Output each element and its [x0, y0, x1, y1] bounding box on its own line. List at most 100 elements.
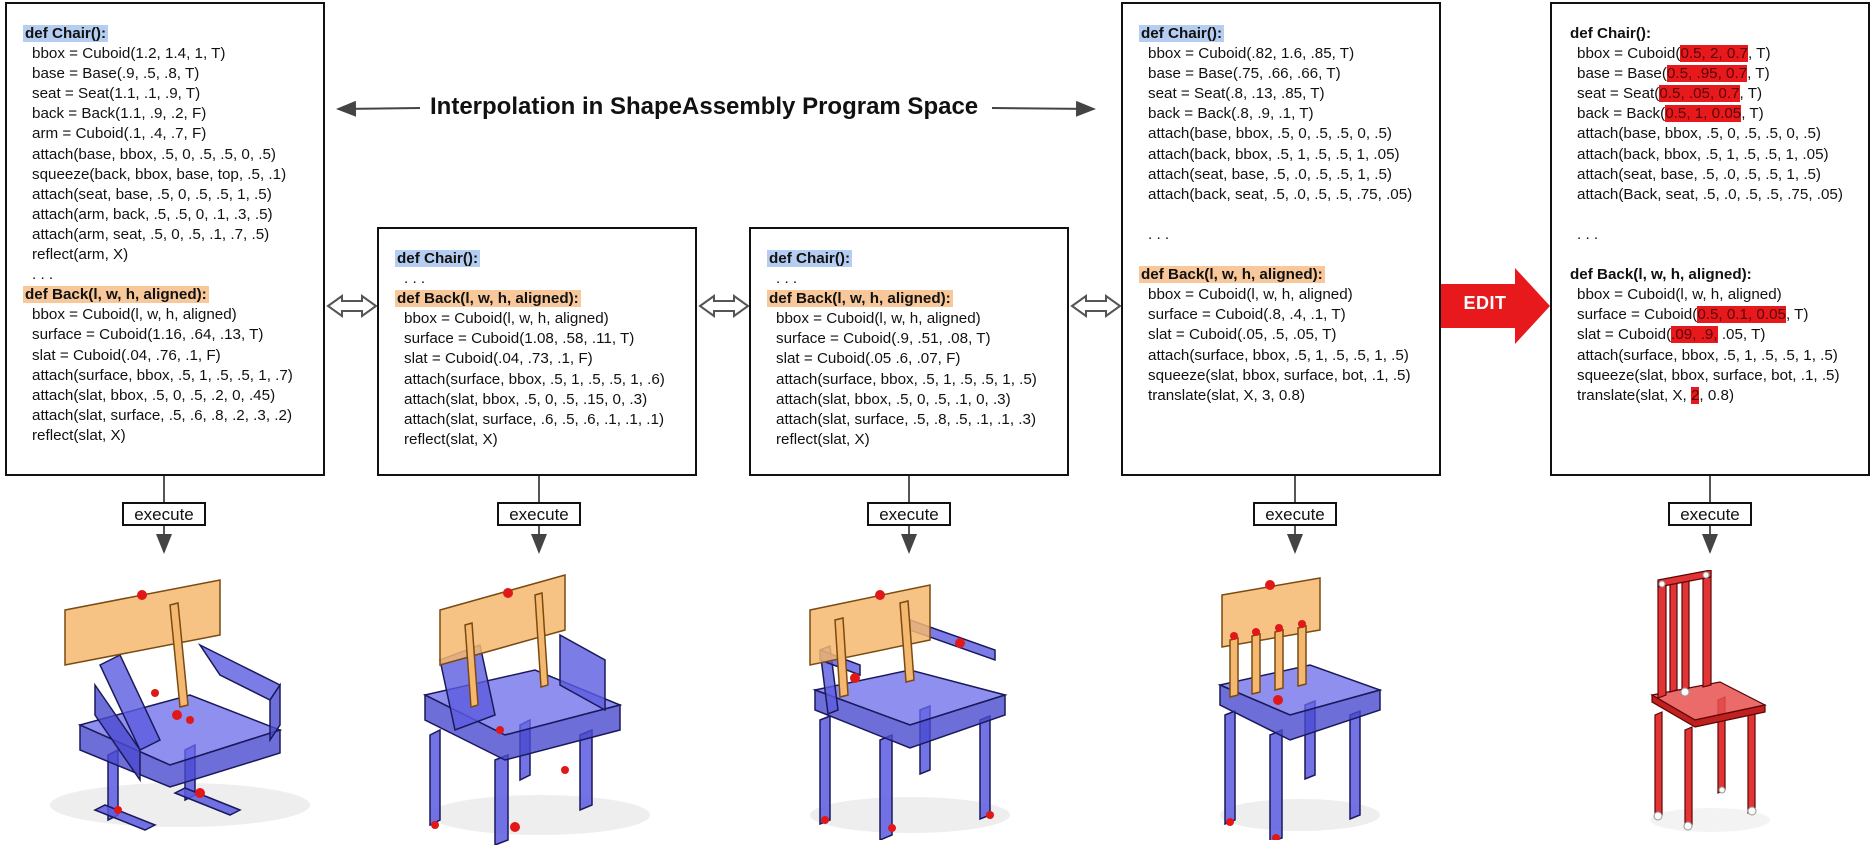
code-text: bbox = Cuboid(l, w, h, aligned): [404, 310, 609, 328]
code-line: squeeze(slat, bbox, surface, bot, .1, .5…: [1139, 366, 1439, 386]
code-ellipsis: . . .: [1568, 225, 1868, 245]
code-text: attach(slat, bbox, .5, 0, .5, .1, 0, .3): [776, 390, 1011, 408]
code-text: bbox = Cuboid(l, w, h, aligned): [32, 306, 237, 324]
function-header: def Back(l, w, h, aligned):: [23, 286, 209, 304]
code-line: surface = Cuboid(.9, .51, .08, T): [767, 329, 1067, 349]
code-text: attach(slat, surface, .5, .6, .8, .2, .3…: [32, 406, 292, 424]
code-text: translate(slat, X,: [1577, 386, 1691, 404]
function-header: def Chair():: [395, 250, 480, 267]
code-text: attach(arm, seat, .5, 0, .5, .1, .7, .5): [32, 225, 270, 243]
code-line: bbox = Cuboid(.82, 1.6, .85, T): [1139, 44, 1439, 64]
code-line: [1139, 205, 1439, 225]
code-line: bbox = Cuboid(l, w, h, aligned): [767, 309, 1067, 329]
function-header: def Chair():: [1139, 25, 1224, 42]
edited-value-highlight: 0.5, 0.1, 0.05: [1697, 306, 1786, 324]
code-line: base = Base(.75, .66, .66, T): [1139, 64, 1439, 84]
code-line: attach(slat, bbox, .5, 0, .5, .15, 0, .3…: [395, 390, 695, 410]
title-arrow-right: [991, 100, 1096, 117]
program-panel-edited: def Chair():bbox = Cuboid(0.5, 2, 0.7, T…: [1550, 2, 1870, 476]
code-text: bbox = Cuboid(l, w, h, aligned): [776, 310, 981, 328]
code-text: attach(base, bbox, .5, 0, .5, .5, 0, .5): [1577, 125, 1821, 143]
code-line: [1568, 245, 1868, 265]
chair-render-2: [422, 574, 650, 845]
code-line: surface = Cuboid(1.08, .58, .11, T): [395, 329, 695, 349]
interpolation-double-arrow-2: [698, 294, 750, 318]
code-line: attach(base, bbox, .5, 0, .5, .5, 0, .5): [1139, 124, 1439, 144]
edited-value-highlight: 2: [1690, 386, 1700, 404]
code-line: attach(surface, bbox, .5, 1, .5, .5, 1, …: [1568, 346, 1868, 366]
code-line: reflect(slat, X): [395, 430, 695, 450]
code-line: attach(arm, seat, .5, 0, .5, .1, .7, .5): [23, 225, 323, 245]
code-line: seat = Seat(0.5, .05, 0.7, T): [1568, 84, 1868, 104]
code-text-after: , 0.8): [1699, 386, 1735, 404]
code-line: surface = Cuboid(1.16, .64, .13, T): [23, 325, 323, 345]
code-text: slat = Cuboid(.05, .5, .05, T): [1148, 326, 1337, 344]
function-header: def Chair():: [23, 25, 108, 42]
code-text: attach(base, bbox, .5, 0, .5, .5, 0, .5): [32, 145, 276, 163]
code-line: seat = Seat(.8, .13, .85, T): [1139, 84, 1439, 104]
function-header: def Chair():: [1570, 25, 1651, 42]
code-line: attach(slat, bbox, .5, 0, .5, .1, 0, .3): [767, 390, 1067, 410]
code-text: bbox = Cuboid(: [1577, 45, 1681, 63]
code-text: attach(surface, bbox, .5, 1, .5, .5, 1, …: [1577, 346, 1838, 364]
program-panel-1: def Chair():bbox = Cuboid(1.2, 1.4, 1, T…: [5, 2, 325, 476]
edited-value-highlight: 0.5, 1, 0.05: [1665, 105, 1742, 123]
code-line: attach(surface, bbox, .5, 1, .5, .5, 1, …: [23, 366, 323, 386]
edited-value-highlight: 0.5, .95, 0.7: [1666, 65, 1748, 83]
chair-render-3: [809, 584, 1010, 840]
code-text: surface = Cuboid(.9, .51, .08, T): [776, 330, 991, 348]
code-line: translate(slat, X, 2, 0.8): [1568, 386, 1868, 406]
code-line: surface = Cuboid(0.5, 0.1, 0.05, T): [1568, 305, 1868, 325]
code-text: attach(Back, seat, .5, .0, .5, .5, .75, …: [1577, 185, 1843, 203]
code-line: slat = Cuboid(.05 .6, .07, F): [767, 349, 1067, 369]
code-line: reflect(slat, X): [767, 430, 1067, 450]
code-text: attach(seat, base, .5, 0, .5, .5, 1, .5): [32, 185, 272, 203]
function-header: def Chair():: [767, 250, 852, 267]
program-panel-2: def Chair():. . .def Back(l, w, h, align…: [377, 227, 697, 476]
code-line: back = Back(1.1, .9, .2, F): [23, 104, 323, 124]
code-line: squeeze(slat, bbox, surface, bot, .1, .5…: [1568, 366, 1868, 386]
code-text: attach(back, bbox, .5, 1, .5, .5, 1, .05…: [1577, 145, 1829, 163]
code-line: bbox = Cuboid(l, w, h, aligned): [1568, 285, 1868, 305]
code-text-after: , T): [1747, 65, 1770, 83]
code-header: def Back(l, w, h, aligned):: [1568, 265, 1868, 285]
code-text: attach(back, seat, .5, .0, .5, .5, .75, …: [1148, 185, 1413, 203]
code-line: slat = Cuboid(.04, .76, .1, F): [23, 346, 323, 366]
function-header: def Back(l, w, h, aligned):: [767, 290, 953, 308]
code-text: slat = Cuboid(: [1577, 326, 1672, 344]
code-text: arm = Cuboid(.1, .4, .7, F): [32, 125, 207, 143]
code-line: attach(back, bbox, .5, 1, .5, .5, 1, .05…: [1568, 145, 1868, 165]
code-text: squeeze(slat, bbox, surface, bot, .1, .5…: [1577, 366, 1840, 384]
code-line: surface = Cuboid(.8, .4, .1, T): [1139, 305, 1439, 325]
code-text-after: , T): [1739, 85, 1763, 103]
code-line: attach(seat, base, .5, .0, .5, .5, 1, .5…: [1139, 165, 1439, 185]
code-text: surface = Cuboid(1.16, .64, .13, T): [32, 326, 264, 344]
code-text: . . .: [32, 266, 54, 284]
edited-value-highlight: 0.5, .05, 0.7: [1659, 85, 1740, 103]
chair-render-1: [50, 579, 310, 831]
code-line: seat = Seat(1.1, .1, .9, T): [23, 84, 323, 104]
code-text: reflect(slat, X): [32, 426, 126, 444]
code-line: attach(arm, back, .5, .5, 0, .1, .3, .5): [23, 205, 323, 225]
title-arrow-left: [336, 100, 421, 117]
code-line: attach(slat, surface, .5, .8, .5, .1, .1…: [767, 410, 1067, 430]
function-header: def Back(l, w, h, aligned):: [1139, 266, 1325, 284]
code-line: attach(base, bbox, .5, 0, .5, .5, 0, .5): [23, 145, 323, 165]
edit-label: EDIT: [1463, 293, 1507, 313]
code-text-after: , T): [1748, 45, 1771, 63]
code-line: attach(slat, bbox, .5, 0, .5, .2, 0, .45…: [23, 386, 323, 406]
code-text: . . .: [1148, 225, 1170, 243]
code-text: bbox = Cuboid(.82, 1.6, .85, T): [1148, 45, 1355, 63]
code-header: def Chair():: [395, 249, 695, 269]
code-ellipsis: . . .: [395, 269, 695, 289]
code-text-after: , T): [1785, 306, 1809, 324]
code-line: attach(back, bbox, .5, 1, .5, .5, 1, .05…: [1139, 145, 1439, 165]
code-text: surface = Cuboid(: [1577, 306, 1698, 324]
code-text: attach(slat, bbox, .5, 0, .5, .2, 0, .45…: [32, 386, 276, 404]
code-line: back = Back(0.5, 1, 0.05, T): [1568, 104, 1868, 124]
code-text: attach(seat, base, .5, .0, .5, .5, 1, .5…: [1148, 165, 1392, 183]
program-panel-3: def Chair():. . .def Back(l, w, h, align…: [749, 227, 1069, 476]
code-text: attach(arm, back, .5, .5, 0, .1, .3, .5): [32, 205, 273, 223]
code-line: back = Back(.8, .9, .1, T): [1139, 104, 1439, 124]
